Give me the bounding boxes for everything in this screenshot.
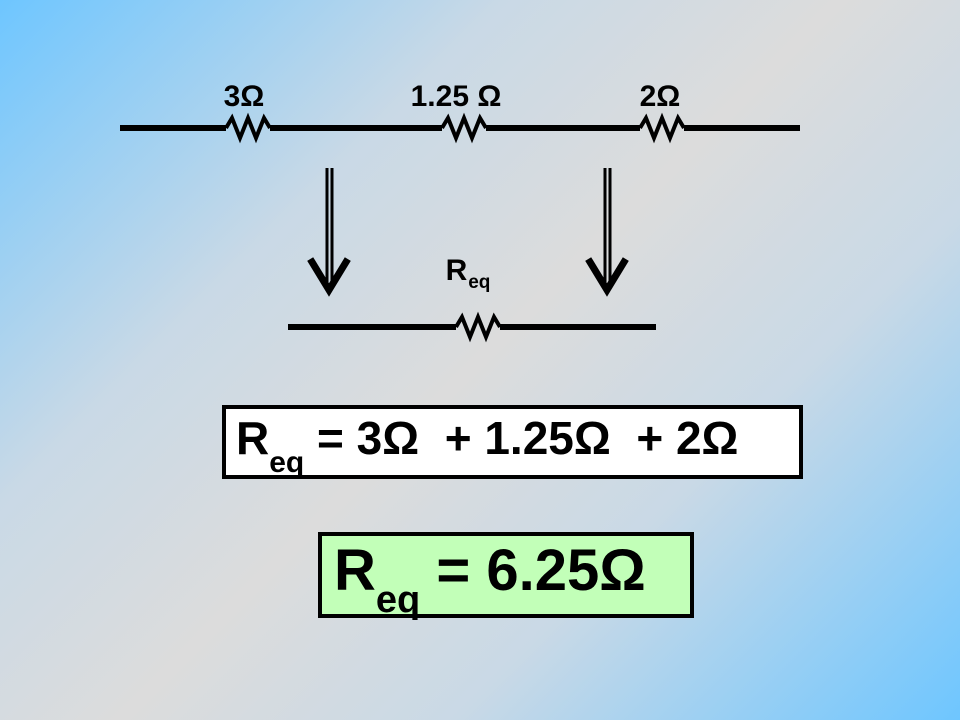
resistor-3-label: 2Ω <box>639 80 681 113</box>
equation-rhs: = 3Ω + 1.25Ω + 2Ω <box>304 412 739 464</box>
req-label-subscript: eq <box>468 272 491 293</box>
equivalent-circuit <box>288 311 656 343</box>
down-arrow-icon <box>307 168 351 297</box>
result-rhs: = 6.25Ω <box>420 538 646 603</box>
down-arrow-icon <box>585 168 629 297</box>
equation-text: Req = 3Ω + 1.25Ω + 2Ω <box>226 409 739 478</box>
resistor-2-zigzag <box>440 112 488 144</box>
resistor-1-zigzag <box>224 112 272 144</box>
result-text: Req = 6.25Ω <box>322 536 646 620</box>
equivalent-resistor-label: Req <box>445 254 491 293</box>
equation-lhs-main: R <box>236 412 270 464</box>
resistor-3-zigzag <box>638 112 686 144</box>
result-box: Req = 6.25Ω <box>318 532 694 620</box>
equivalent-resistor-zigzag <box>454 311 502 343</box>
series-circuit <box>120 112 800 144</box>
resistor-2-label: 1.25 Ω <box>410 80 502 113</box>
equation-box: Req = 3Ω + 1.25Ω + 2Ω <box>222 405 803 479</box>
result-lhs-subscript: eq <box>375 579 421 621</box>
equation-lhs-subscript: eq <box>269 446 305 479</box>
result-lhs-main: R <box>334 538 376 603</box>
resistor-1-label: 3Ω <box>223 80 265 113</box>
req-label-main: R <box>445 254 468 287</box>
